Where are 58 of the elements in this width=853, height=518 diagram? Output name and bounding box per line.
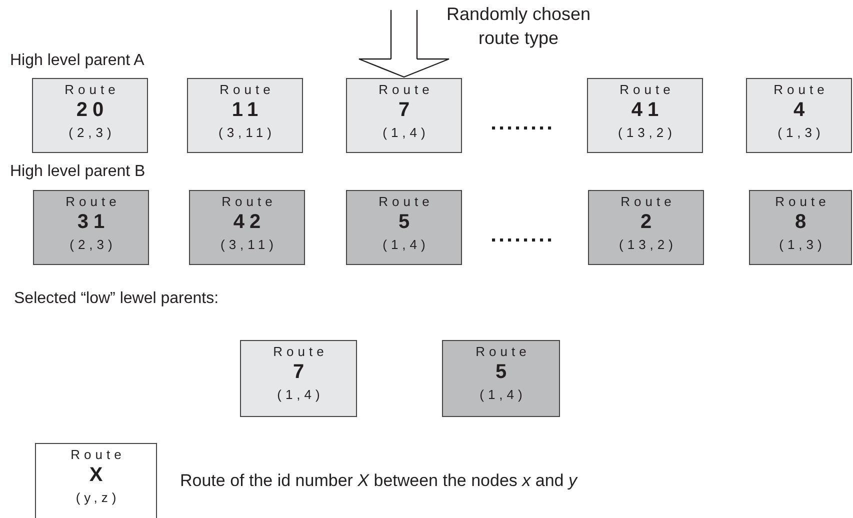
route-number: 8 <box>794 210 812 234</box>
edge-label: Randomly chosen route type <box>445 3 592 50</box>
node-pair: (3,11) <box>220 236 278 254</box>
route-number: 42 <box>233 210 266 234</box>
route-number: 5 <box>495 360 512 384</box>
route-number: 11 <box>232 98 264 122</box>
route-word: Route <box>220 82 274 98</box>
node-pair: (1,4) <box>382 124 430 142</box>
route-number: X <box>89 463 108 487</box>
node-pair: (2,3) <box>70 236 116 254</box>
route-box <box>746 78 852 153</box>
section-heading: High level parent B <box>10 163 146 181</box>
route-word: Route <box>775 194 830 210</box>
route-word: Route <box>64 82 120 98</box>
node-pair: (1,4) <box>480 386 526 404</box>
route-number: 2 <box>640 210 657 234</box>
node-pair: (13,2) <box>619 236 677 254</box>
route-box <box>749 190 852 265</box>
route-word: Route <box>273 344 328 360</box>
route-box <box>587 78 703 153</box>
block-arrow <box>358 9 450 78</box>
node-pair: (1,4) <box>382 236 430 254</box>
route-word: Route <box>378 82 434 98</box>
node-pair: (y,z) <box>76 489 120 507</box>
route-box <box>240 340 357 417</box>
route-box <box>32 78 148 153</box>
route-word: Route <box>620 82 674 98</box>
route-number: 7 <box>292 360 310 384</box>
route-box <box>187 78 303 153</box>
route-box <box>442 340 560 417</box>
route-box <box>346 78 462 153</box>
node-pair: (1,4) <box>277 386 324 404</box>
route-word: Route <box>378 194 434 210</box>
route-number: 5 <box>398 210 415 234</box>
route-word: Route <box>70 447 126 463</box>
route-number: 41 <box>631 98 664 122</box>
node-pair: (3,11) <box>218 124 276 142</box>
route-word: Route <box>476 344 530 360</box>
route-number: 31 <box>77 210 110 234</box>
route-word: Route <box>620 194 676 210</box>
route-number: 7 <box>398 98 415 122</box>
section-heading: Selected “low” lewel parents: <box>14 290 219 308</box>
node-pair: (13,2) <box>618 124 676 142</box>
route-number: 20 <box>76 98 109 122</box>
route-box <box>346 190 462 265</box>
node-pair: (1,3) <box>778 124 824 142</box>
route-box <box>33 190 149 265</box>
route-box <box>189 190 305 265</box>
route-number: 4 <box>793 98 810 122</box>
section-heading: High level parent A <box>10 52 144 70</box>
node-pair: (2,3) <box>68 124 116 142</box>
route-word: Route <box>66 194 120 210</box>
key-description: Route of the id number X between the nodes x and y <box>180 471 577 491</box>
route-word: Route <box>774 82 828 98</box>
route-box <box>35 443 157 518</box>
route-box <box>588 190 704 265</box>
node-pair: (1,3) <box>779 236 826 254</box>
route-word: Route <box>222 194 276 210</box>
